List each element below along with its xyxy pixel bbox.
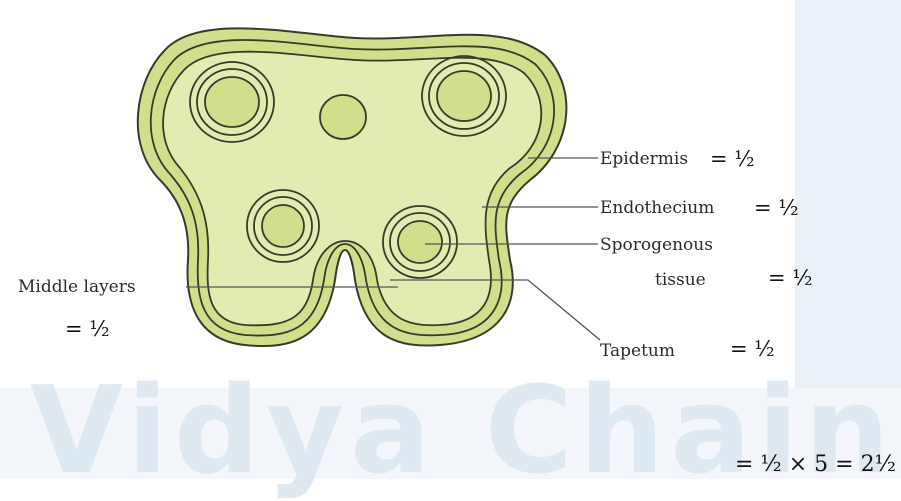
vascular-bundle: [320, 95, 366, 139]
marks-endothecium: = ½: [754, 196, 799, 220]
anther-cross-section-diagram: [0, 0, 901, 479]
label-tapetum: Tapetum: [600, 341, 675, 361]
label-epidermis: Epidermis: [600, 149, 688, 169]
anther-body: [138, 28, 567, 346]
total-marks: = ½ × 5 = 2½: [735, 452, 896, 477]
label-middle-layers: Middle layers: [18, 277, 136, 297]
marks-epidermis: = ½: [710, 147, 755, 171]
marks-sporogenous: = ½: [768, 266, 813, 290]
label-sporogenous-line1: Sporogenous: [600, 235, 713, 255]
marks-middle-layers: = ½: [65, 317, 110, 341]
label-sporogenous-line2: tissue: [655, 270, 706, 290]
marks-tapetum: = ½: [730, 337, 775, 361]
label-endothecium: Endothecium: [600, 198, 714, 218]
